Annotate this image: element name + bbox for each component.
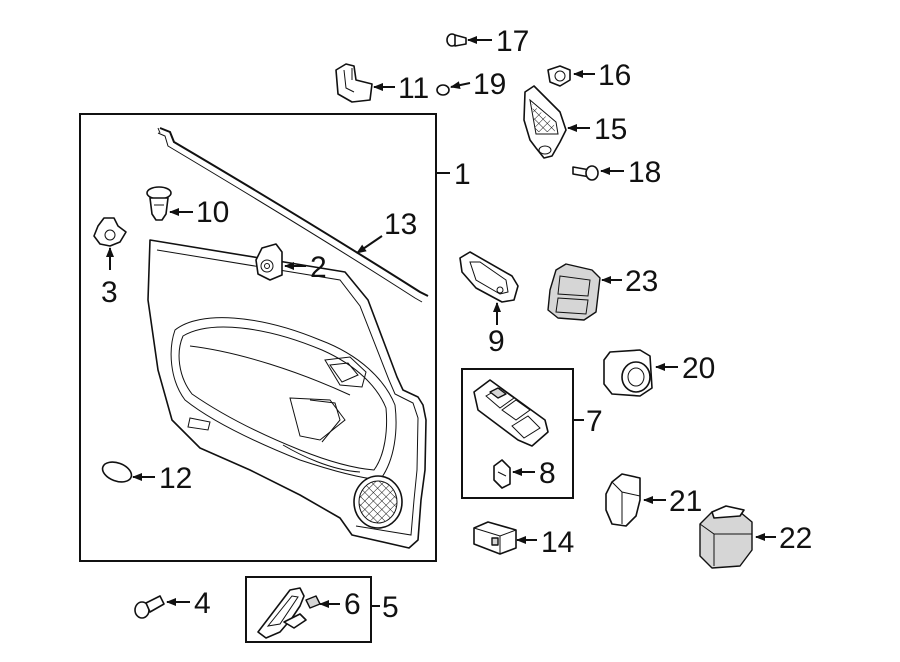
callout-17: 17: [496, 25, 529, 58]
callout-23: 23: [625, 265, 658, 298]
cap-12-part: [101, 461, 133, 483]
callout-1: 1: [454, 158, 471, 191]
callout-22: 22: [779, 522, 812, 555]
nut-19-part: [436, 84, 450, 96]
push-pin-17-part: [446, 33, 467, 47]
callout-21: 21: [669, 485, 702, 518]
callout-6: 6: [344, 588, 361, 621]
bracket-2-part: [255, 243, 283, 281]
callout-18: 18: [628, 156, 661, 189]
door-trim-panel-part: [147, 239, 427, 549]
callout-13-arrow: [356, 235, 383, 254]
screw-18-part: [572, 165, 599, 181]
callout-16: 16: [598, 59, 631, 92]
mirror-trim-15-part: [523, 85, 567, 159]
handle-bezel-9-part: [459, 251, 519, 303]
door-panel-group-box: [79, 113, 437, 562]
connector-14-part: [473, 521, 517, 555]
knob-21-part: [605, 473, 641, 527]
callout-8: 8: [539, 457, 556, 490]
callout-15: 15: [594, 113, 627, 146]
clip-3-part: [93, 217, 127, 247]
callout-19: 19: [473, 68, 506, 101]
insert-6-part: [305, 595, 321, 609]
switch-20-part: [603, 349, 653, 397]
callout-14: 14: [541, 526, 574, 559]
clip-10-part: [146, 186, 172, 221]
callout-9: 9: [488, 325, 505, 358]
callout-7: 7: [586, 405, 603, 438]
window-switch-7-part: [473, 379, 549, 447]
switch-23-part: [547, 263, 601, 321]
callout-3: 3: [101, 276, 118, 309]
callout-4: 4: [194, 587, 211, 620]
callout-19-arrow: [450, 81, 471, 90]
nut-16-part: [547, 65, 571, 87]
bracket-11-part: [335, 63, 373, 103]
callout-12: 12: [159, 462, 192, 495]
callout-13: 13: [384, 208, 417, 241]
callout-11: 11: [398, 72, 429, 105]
knob-22-part: [699, 505, 753, 569]
screw-4-part: [134, 595, 165, 619]
pull-handle-5-part: [257, 587, 307, 639]
callout-5: 5: [382, 591, 399, 624]
callout-2: 2: [310, 251, 327, 284]
callout-20: 20: [682, 352, 715, 385]
weatherstrip-part: [157, 127, 429, 303]
handle-group-box: [245, 576, 372, 643]
clip-8-part: [493, 459, 511, 489]
switch-group-box: [461, 368, 574, 499]
callout-10: 10: [196, 196, 229, 229]
